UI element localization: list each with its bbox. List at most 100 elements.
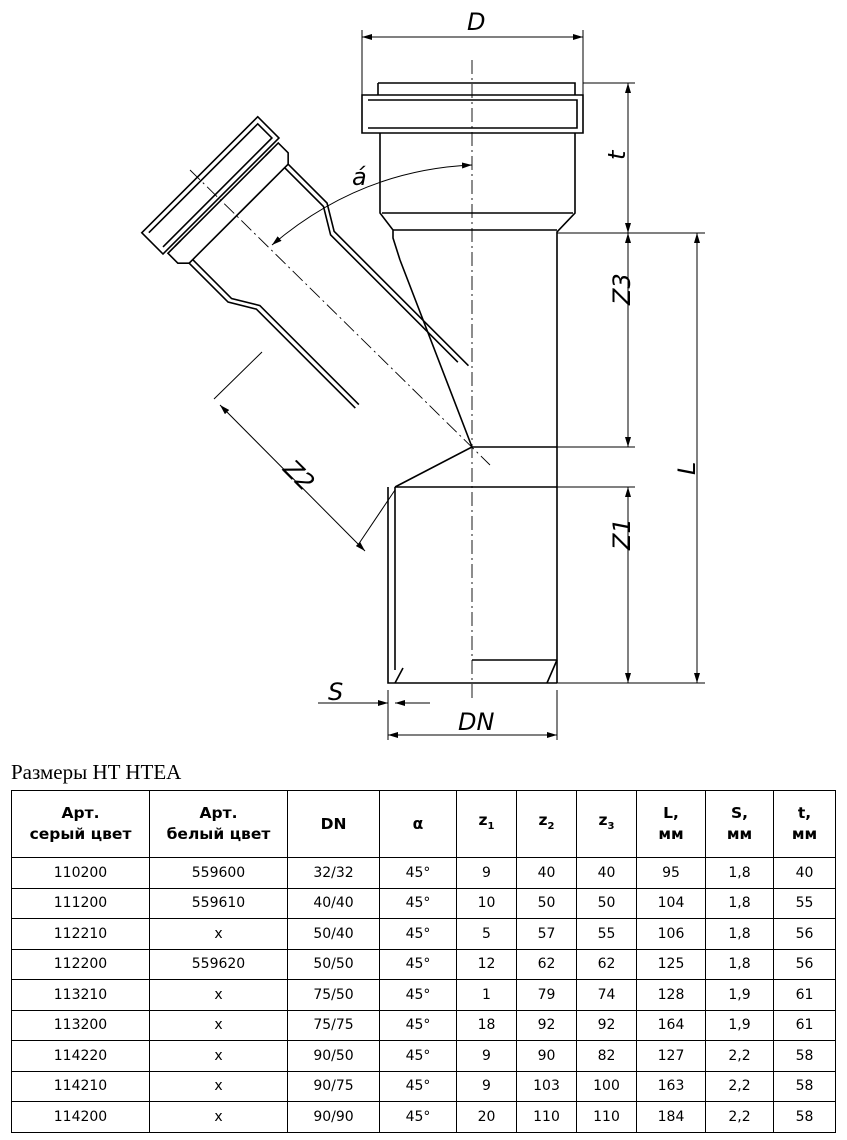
header-art-white: Арт.белый цвет — [149, 790, 288, 858]
table-cell: 128 — [636, 979, 706, 1011]
technical-drawing-y-branch: D t á Z3 Z2 Z1 L S DN — [140, 8, 705, 740]
table-cell: 112200 — [11, 948, 150, 980]
header-S: S,мм — [705, 790, 774, 858]
table-cell: 74 — [576, 979, 637, 1011]
table-cell: 1,9 — [705, 979, 774, 1011]
table-cell: 75/75 — [287, 1009, 380, 1041]
table-cell: 113210 — [11, 979, 150, 1011]
table-cell: 57 — [516, 918, 577, 950]
table-cell: 127 — [636, 1040, 706, 1072]
table-cell: 79 — [516, 979, 577, 1011]
table-cell: 58 — [773, 1040, 836, 1072]
table-cell: 114220 — [11, 1040, 150, 1072]
table-cell: 1,8 — [705, 948, 774, 980]
table-cell: 125 — [636, 948, 706, 980]
table-cell: 111200 — [11, 887, 150, 919]
table-cell: 103 — [516, 1070, 577, 1102]
table-cell: x — [149, 1101, 288, 1133]
label-S: S — [328, 678, 343, 706]
table-cell: 62 — [576, 948, 637, 980]
header-alpha: α — [379, 790, 457, 858]
table-cell: 56 — [773, 918, 836, 950]
table-cell: 45° — [379, 887, 457, 919]
table-cell: 45° — [379, 1040, 457, 1072]
table-cell: 75/50 — [287, 979, 380, 1011]
table-cell: 10 — [456, 887, 517, 919]
dimension-lines — [213, 30, 705, 740]
label-t: t — [603, 149, 631, 160]
label-Z2: Z2 — [277, 454, 320, 497]
table-cell: 61 — [773, 1009, 836, 1041]
table-cell: 9 — [456, 1040, 517, 1072]
header-art-grey: Арт.серый цвет — [11, 790, 150, 858]
table-cell: 110200 — [11, 857, 150, 889]
table-cell: 40 — [516, 857, 577, 889]
table-cell: 2,2 — [705, 1070, 774, 1102]
table-cell: 90/75 — [287, 1070, 380, 1102]
table-cell: 90/90 — [287, 1101, 380, 1133]
label-L: L — [673, 462, 701, 475]
table-cell: 45° — [379, 948, 457, 980]
table-cell: 1,8 — [705, 918, 774, 950]
table-cell: 50 — [516, 887, 577, 919]
table-cell: 45° — [379, 857, 457, 889]
table-cell: 62 — [516, 948, 577, 980]
table-cell: 55 — [576, 918, 637, 950]
table-cell: 40 — [576, 857, 637, 889]
table-cell: 9 — [456, 1070, 517, 1102]
table-cell: 90 — [516, 1040, 577, 1072]
table-cell: x — [149, 1040, 288, 1072]
table-cell: x — [149, 979, 288, 1011]
table-cell: 32/32 — [287, 857, 380, 889]
header-L: L,мм — [636, 790, 706, 858]
table-cell: 184 — [636, 1101, 706, 1133]
label-DN: DN — [458, 708, 494, 736]
table-cell: 110 — [576, 1101, 637, 1133]
table-cell: 95 — [636, 857, 706, 889]
table-cell: 5 — [456, 918, 517, 950]
table-cell: 58 — [773, 1070, 836, 1102]
table-cell: 2,2 — [705, 1101, 774, 1133]
label-alpha: á — [352, 163, 367, 191]
table-cell: 163 — [636, 1070, 706, 1102]
table-cell: 106 — [636, 918, 706, 950]
table-cell: 1,8 — [705, 887, 774, 919]
header-z1: z1 — [456, 790, 517, 858]
table-cell: 104 — [636, 887, 706, 919]
table-cell: 58 — [773, 1101, 836, 1133]
table-cell: 92 — [516, 1009, 577, 1041]
dimensions-table: Арт.серый цвет Арт.белый цвет DN α z1 z2… — [11, 790, 836, 1133]
table-cell: 45° — [379, 1009, 457, 1041]
table-cell: 92 — [576, 1009, 637, 1041]
table-cell: 2,2 — [705, 1040, 774, 1072]
table-cell: 100 — [576, 1070, 637, 1102]
table-cell: 56 — [773, 948, 836, 980]
table-title: Размеры HT HTEA — [11, 760, 182, 784]
table-cell: 113200 — [11, 1009, 150, 1041]
header-z2: z2 — [516, 790, 577, 858]
header-t: t,мм — [773, 790, 836, 858]
table-cell: 50 — [576, 887, 637, 919]
table-cell: 50/50 — [287, 948, 380, 980]
table-cell: 45° — [379, 1070, 457, 1102]
table-cell: 61 — [773, 979, 836, 1011]
main-pipe — [361, 82, 584, 684]
table-cell: 559620 — [149, 948, 288, 980]
table-cell: 45° — [379, 979, 457, 1011]
table-cell: 40/40 — [287, 887, 380, 919]
table-cell: 114200 — [11, 1101, 150, 1133]
table-cell: 559600 — [149, 857, 288, 889]
table-cell: 1,9 — [705, 1009, 774, 1041]
table-cell: 164 — [636, 1009, 706, 1041]
table-cell: 55 — [773, 887, 836, 919]
table-cell: 40 — [773, 857, 836, 889]
table-cell: 12 — [456, 948, 517, 980]
table-cell: 1,8 — [705, 857, 774, 889]
